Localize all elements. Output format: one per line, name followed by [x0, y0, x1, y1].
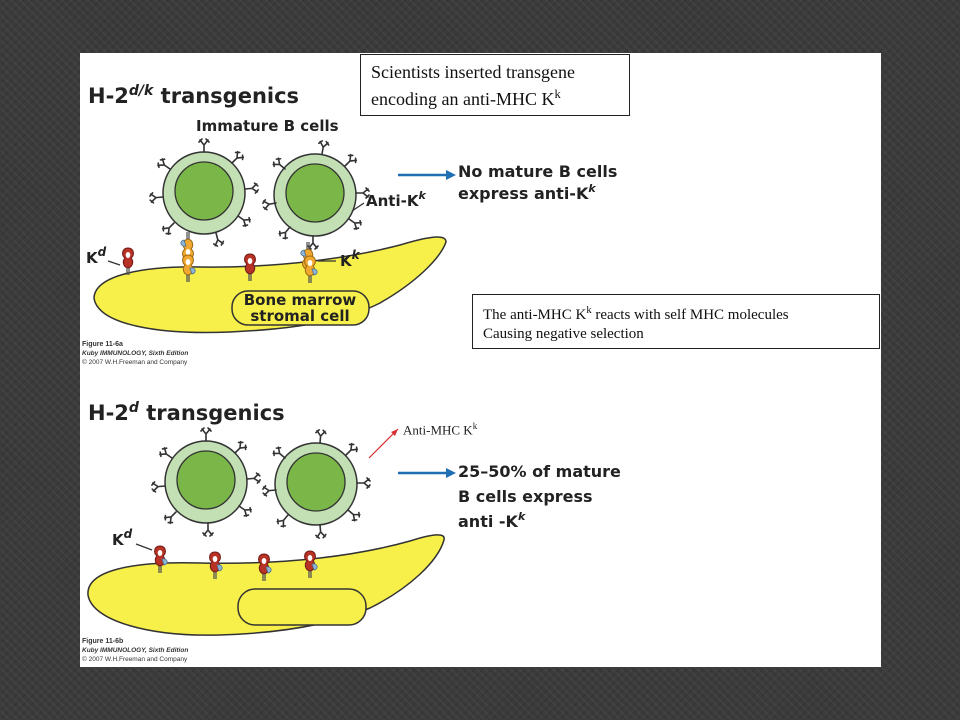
stromal-label-line1: Bone marrow: [244, 291, 357, 309]
transgene-callout-box: Scientists inserted transgene encoding a…: [360, 54, 630, 116]
credit-book-b: Kuby IMMUNOLOGY, Sixth Edition: [82, 647, 188, 654]
result-b-line3: anti -Kk: [458, 510, 526, 531]
anti-kk-label-a: Anti-Kk: [366, 189, 426, 210]
immature-b-cells-label: Immature B cells: [196, 117, 339, 135]
panel-b-heading: H-2d transgenics: [88, 400, 285, 425]
result-b-line1: 25–50% of mature: [458, 462, 621, 481]
immature-b-cell-2: [261, 139, 370, 250]
anti-mhc-kk-pointer-label: Anti-MHC Kk: [403, 421, 478, 438]
result-a-line1: No mature B cells: [458, 162, 617, 181]
figure-slide: H-2d/k transgenics Immature B cells Bone…: [80, 53, 881, 667]
callout-2-line1: The anti-MHC Kk reacts with self MHC mol…: [483, 305, 789, 323]
stromal-label-line2: stromal cell: [250, 307, 349, 325]
immature-b-cell-1: [148, 138, 260, 248]
credit-copyright-a: © 2007 W.H.Freeman and Company: [82, 358, 188, 366]
kd-label-b: Kd: [112, 527, 133, 549]
figure-caption-a: Figure 11-6a: [82, 341, 123, 348]
stromal-nucleus-a: [231, 290, 370, 326]
credit-book-a: Kuby IMMUNOLOGY, Sixth Edition: [82, 350, 188, 357]
credit-copyright-b: © 2007 W.H.Freeman and Company: [82, 655, 188, 663]
result-a-line2: express anti-Kk: [458, 182, 596, 203]
figure-caption-b: Figure 11-6b: [82, 638, 123, 645]
mature-b-cell-2: [261, 428, 371, 540]
negative-selection-callout-box: The anti-MHC Kk reacts with self MHC mol…: [472, 294, 880, 349]
panel-a-heading: H-2d/k transgenics: [88, 83, 299, 108]
result-b-line2: B cells express: [458, 487, 593, 506]
kd-label-a: Kd: [86, 245, 107, 267]
mature-b-cell-1: [150, 427, 262, 537]
stromal-nucleus-b: [237, 588, 367, 626]
b-cell-selection-diagram: H-2d/k transgenics Immature B cells Bone…: [82, 83, 621, 663]
kd-molecule-a1: [121, 247, 135, 276]
callout-2-line2: Causing negative selection: [483, 326, 644, 342]
kk-label-a: Kk: [340, 248, 361, 270]
callout-1-line2: encoding an anti-MHC Kk: [371, 87, 561, 109]
callout-1-line1: Scientists inserted transgene: [371, 62, 575, 82]
